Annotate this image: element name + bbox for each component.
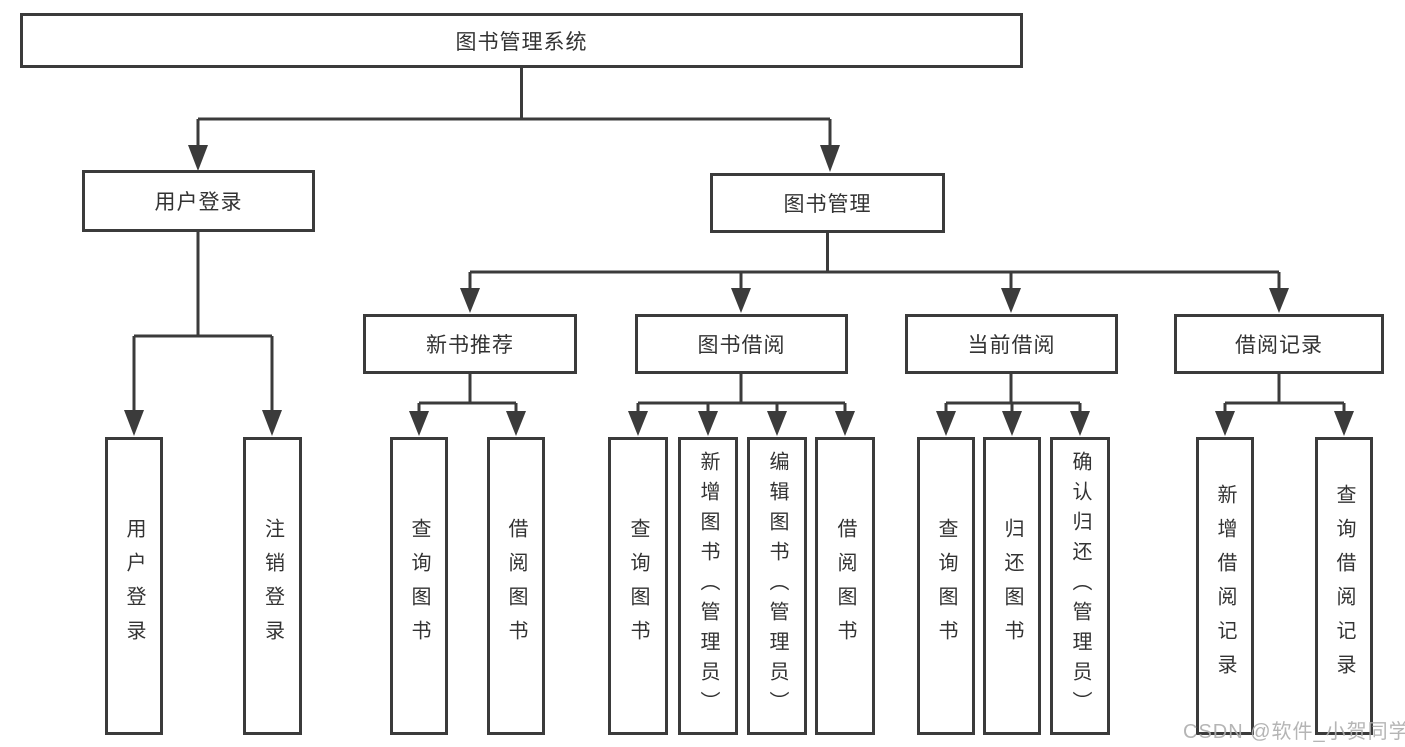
node-root-system: 图书管理系统 xyxy=(20,13,1023,68)
node-label: 当前借阅 xyxy=(967,334,1056,357)
connector-book-borrow-children xyxy=(636,374,847,414)
arrow-down-icon xyxy=(1001,288,1021,313)
connector-line xyxy=(1223,403,1346,414)
leaf-label: 新增借阅记录 xyxy=(1214,484,1236,688)
connector-user-login-children xyxy=(132,232,274,414)
connector-line xyxy=(638,374,845,405)
connector-line xyxy=(419,374,516,405)
connector-book-management-children xyxy=(468,233,1281,292)
arrow-down-icon xyxy=(835,411,855,436)
leaf-add-borrow-record: 新增借阅记录 xyxy=(1196,437,1254,735)
leaf-label: 新增图书（管理员） xyxy=(697,451,719,721)
leaf-query-book-current: 查询图书 xyxy=(917,437,975,735)
leaf-label: 确认归还（管理员） xyxy=(1069,451,1091,721)
arrow-down-icon xyxy=(936,411,956,436)
node-label: 借阅记录 xyxy=(1235,334,1323,357)
connector-line xyxy=(417,403,518,414)
connector-line xyxy=(134,232,272,338)
arrow-down-icon xyxy=(1070,411,1090,436)
connector-new-book-children xyxy=(417,374,518,414)
arrow-down-icon xyxy=(820,145,840,172)
connector-line xyxy=(132,336,274,414)
arrow-down-icon xyxy=(1269,288,1289,313)
leaf-label: 查询图书 xyxy=(935,518,957,654)
connector-line xyxy=(1225,374,1344,405)
connector-borrow-record-children xyxy=(1223,374,1346,414)
leaf-label: 归还图书 xyxy=(1001,518,1023,654)
leaf-query-borrow-record: 查询借阅记录 xyxy=(1315,437,1373,735)
leaf-user-login: 用户登录 xyxy=(105,437,163,735)
leaf-borrow-book: 借阅图书 xyxy=(815,437,875,735)
leaf-query-book-recommend: 查询图书 xyxy=(390,437,448,735)
arrow-down-icon xyxy=(262,410,282,436)
leaf-label: 查询借阅记录 xyxy=(1333,484,1355,688)
connector-line xyxy=(198,68,830,121)
leaf-label: 查询图书 xyxy=(408,518,430,654)
arrow-down-icon xyxy=(731,288,751,313)
connector-line xyxy=(946,374,1080,405)
leaf-add-book-admin: 新增图书（管理员） xyxy=(678,437,738,735)
arrow-down-icon xyxy=(767,411,787,436)
node-user-login: 用户登录 xyxy=(82,170,315,232)
leaf-label: 注销登录 xyxy=(261,518,284,654)
leaf-edit-book-admin: 编辑图书（管理员） xyxy=(747,437,807,735)
arrow-down-icon xyxy=(506,411,526,436)
node-book-borrow: 图书借阅 xyxy=(635,314,848,374)
leaf-label: 查询图书 xyxy=(627,518,649,654)
node-label: 图书管理系统 xyxy=(455,30,588,54)
leaf-label: 编辑图书（管理员） xyxy=(766,451,788,721)
leaf-borrow-book-recommend: 借阅图书 xyxy=(487,437,545,735)
node-label: 图书借阅 xyxy=(697,334,786,357)
connector-line xyxy=(636,403,847,414)
node-book-management: 图书管理 xyxy=(710,173,945,233)
arrow-down-icon xyxy=(1002,411,1022,436)
node-new-book-recommend: 新书推荐 xyxy=(363,314,577,374)
leaf-label: 用户登录 xyxy=(123,518,145,654)
arrow-down-icon xyxy=(188,145,208,171)
node-current-borrow: 当前借阅 xyxy=(905,314,1118,374)
connector-root-to-level2 xyxy=(196,68,832,150)
connector-line xyxy=(468,272,1281,292)
node-label: 图书管理 xyxy=(783,193,872,216)
node-label: 新书推荐 xyxy=(426,334,514,357)
connector-line xyxy=(196,119,832,150)
arrow-down-icon xyxy=(409,411,429,436)
node-label: 用户登录 xyxy=(154,191,243,214)
connector-line xyxy=(470,233,1279,274)
leaf-query-book-borrow: 查询图书 xyxy=(608,437,668,735)
leaf-return-book: 归还图书 xyxy=(983,437,1041,735)
node-borrow-records: 借阅记录 xyxy=(1174,314,1384,374)
leaf-label: 借阅图书 xyxy=(505,518,527,654)
connector-line xyxy=(944,403,1082,414)
arrow-down-icon xyxy=(124,410,144,436)
arrow-down-icon xyxy=(628,411,648,436)
arrow-down-icon xyxy=(1334,411,1354,436)
leaf-logout-login: 注销登录 xyxy=(243,437,302,735)
leaf-confirm-return-admin: 确认归还（管理员） xyxy=(1050,437,1110,735)
csdn-watermark: CSDN @软件_小贺同学 xyxy=(1183,721,1405,743)
arrow-down-icon xyxy=(1215,411,1235,436)
leaf-label: 借阅图书 xyxy=(834,518,856,654)
arrow-down-icon xyxy=(698,411,718,436)
arrow-down-icon xyxy=(460,288,480,313)
connector-current-borrow-children xyxy=(944,374,1082,414)
